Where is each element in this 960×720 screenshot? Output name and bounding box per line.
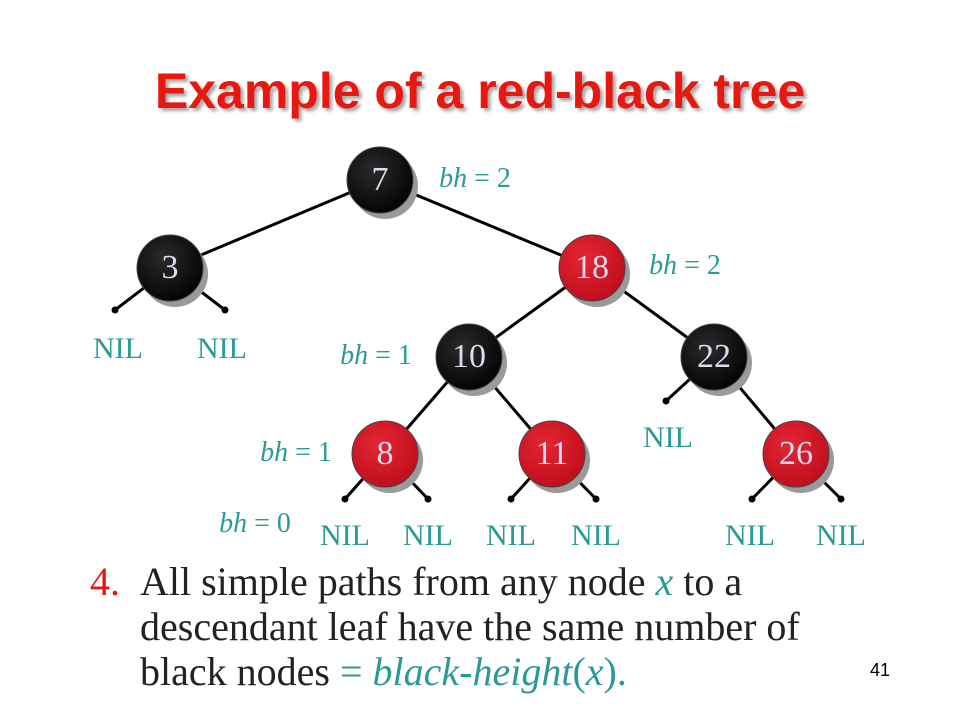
tree-nodes: 7 3 18 10 22 8 11 26 xyxy=(136,146,834,493)
rule-line-1: All simple paths from any node x to a xyxy=(140,559,800,604)
rule-line-1-b: to a xyxy=(673,559,743,604)
bh-label: bh = 1 xyxy=(340,340,412,371)
nil-label: NIL xyxy=(725,519,775,552)
slide-title: Example of a red-black tree xyxy=(154,63,806,119)
node-circle-black xyxy=(136,234,204,302)
nil-stub-dot xyxy=(662,397,670,405)
node-circle-black xyxy=(680,323,748,391)
nil-label: NIL xyxy=(486,519,536,552)
nil-stub-line xyxy=(664,376,693,403)
node-circle-black xyxy=(346,146,414,214)
node-key-label: 3 xyxy=(162,249,179,286)
tree-edges xyxy=(169,178,798,455)
nil-label: NIL xyxy=(816,519,866,552)
nil-labels: NIL NIL NIL NIL NIL NIL NIL NIL NIL xyxy=(93,332,866,552)
nil-stub-dot xyxy=(111,306,119,314)
nil-label: NIL xyxy=(403,519,453,552)
tree-node-18: 18 xyxy=(558,234,630,307)
bh-label: bh = 2 xyxy=(439,163,511,194)
tree-node-26: 26 xyxy=(762,420,834,493)
nil-label: NIL xyxy=(643,421,693,454)
nil-stub-dot xyxy=(507,495,515,503)
rule-var-x-2: x xyxy=(585,649,604,694)
rule-var-x: x xyxy=(655,559,674,604)
node-key-label: 10 xyxy=(452,338,486,375)
node-key-label: 7 xyxy=(372,161,389,198)
tree-node-3: 3 xyxy=(136,234,208,307)
node-circle-red xyxy=(518,420,586,488)
nil-stub-dot xyxy=(341,495,349,503)
tree-node-22: 22 xyxy=(680,323,752,396)
node-key-label: 11 xyxy=(536,435,569,472)
edge-n7-n3 xyxy=(169,178,381,270)
rule-line-1-a: All simple paths from any node xyxy=(140,559,656,604)
rule-lines: All simple paths from any node x to a de… xyxy=(140,559,800,694)
rule-black-height-fn: black-height xyxy=(372,649,573,694)
nil-stub-dot xyxy=(837,495,845,503)
node-key-label: 8 xyxy=(377,435,394,472)
nil-stub-dot xyxy=(748,495,756,503)
nil-label: NIL xyxy=(93,332,143,365)
tree-node-10: 10 xyxy=(435,323,507,396)
node-circle-red xyxy=(558,234,626,302)
rule-paren-open: ( xyxy=(572,649,586,694)
nil-stub-line xyxy=(750,475,776,501)
bh-label: bh = 1 xyxy=(260,437,332,468)
rule-line-3: black nodes = black-height(x). xyxy=(140,649,800,694)
nil-stub-dot xyxy=(592,495,600,503)
tree-node-7: 7 xyxy=(346,146,418,219)
node-circle-red xyxy=(351,420,419,488)
nil-stub-dot xyxy=(221,306,229,314)
nil-stub-dot xyxy=(424,495,432,503)
rule-equals: = xyxy=(339,649,373,694)
black-height-labels: bh = 2 bh = 2 bh = 1 bh = 1 bh = 0 xyxy=(219,163,721,539)
rule-paren-close: ). xyxy=(603,649,627,694)
node-key-label: 22 xyxy=(697,338,731,375)
nil-stub-line xyxy=(343,476,366,500)
tree-node-11: 11 xyxy=(518,420,590,493)
node-circle-black xyxy=(435,323,503,391)
node-key-label: 18 xyxy=(575,249,609,286)
rule-line-2: descendant leaf have the same number of xyxy=(140,604,800,649)
bh-label: bh = 2 xyxy=(649,250,721,281)
page-number: 41 xyxy=(870,660,891,680)
node-key-label: 26 xyxy=(779,435,813,472)
nil-stub-line xyxy=(509,475,533,501)
bh-label: bh = 0 xyxy=(219,508,291,539)
nil-label: NIL xyxy=(571,519,621,552)
node-circle-red xyxy=(762,420,830,488)
rule-number: 4. xyxy=(90,559,120,604)
nil-label: NIL xyxy=(197,332,247,365)
nil-label: NIL xyxy=(320,519,370,552)
nil-stub-line xyxy=(114,285,147,312)
rule-line-3-a: black nodes xyxy=(140,649,340,694)
tree-node-8: 8 xyxy=(351,420,423,493)
